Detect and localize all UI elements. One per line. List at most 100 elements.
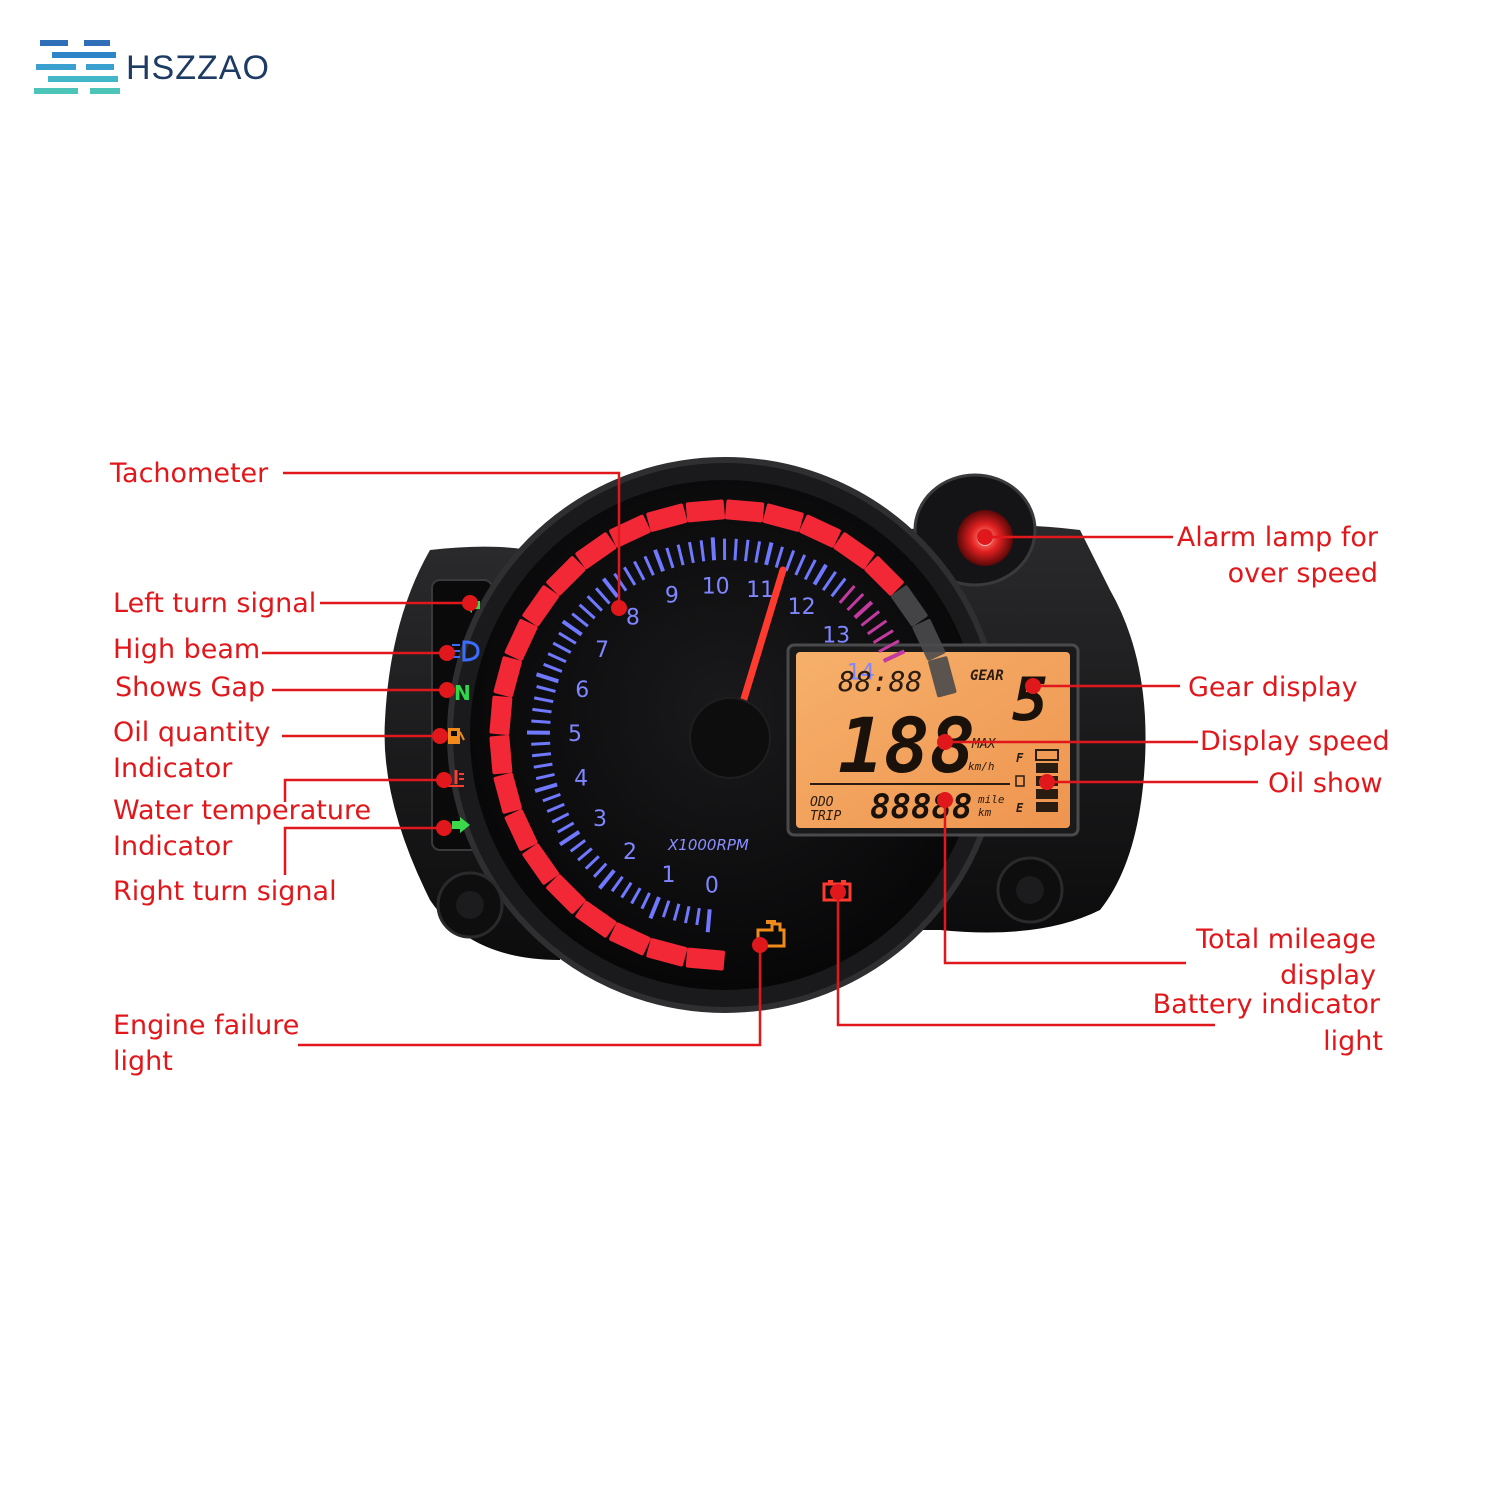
rpm-tick-label: 0 <box>705 873 719 898</box>
label-tachometer: Tachometer <box>109 458 269 489</box>
rpm-tick-label: 14 <box>847 661 875 686</box>
rpm-tick <box>812 563 828 586</box>
rpm-tick <box>733 538 738 561</box>
lcd-trip-label: TRIP <box>810 809 841 824</box>
lcd-fuel-pump-icon <box>1015 775 1025 787</box>
label-battery-1: Battery indicator <box>1153 989 1381 1020</box>
rpm-red-segments <box>489 499 957 971</box>
rpm-tick <box>710 537 717 561</box>
water-temperature-icon <box>448 770 464 787</box>
rpm-tick <box>754 541 762 563</box>
rpm-tick <box>531 719 551 724</box>
label-display-speed: Display speed <box>1200 726 1390 757</box>
rpm-tick <box>688 541 695 564</box>
lcd-km-label: km <box>978 806 992 819</box>
label-oil-quantity-1: Oil quantity <box>113 717 270 748</box>
rpm-tick <box>531 741 551 746</box>
rpm-tick <box>546 802 565 813</box>
rpm-red-segment <box>489 734 513 775</box>
rpm-tick <box>684 905 691 924</box>
rpm-tick <box>653 549 665 573</box>
rpm-tick <box>613 572 628 592</box>
rpm-red-segment <box>864 556 904 596</box>
rpm-tick <box>535 672 560 684</box>
rpm-tick <box>594 587 611 605</box>
rpm-tick <box>558 631 577 645</box>
rpm-tick <box>648 896 661 920</box>
callout-labels: Tachometer Left turn signal High beam Sh… <box>109 458 1390 1077</box>
neutral-gap-icon: N <box>454 681 471 705</box>
right-turn-icon <box>452 817 470 833</box>
rpm-tick <box>531 752 552 758</box>
rpm-tick <box>830 577 847 598</box>
rpm-tick <box>557 821 575 834</box>
rpm-tick <box>882 649 906 663</box>
label-oil-show: Oil show <box>1268 768 1383 799</box>
rpm-tick <box>534 782 558 793</box>
lcd-odo-label: ODO <box>810 795 834 810</box>
rpm-red-segment <box>504 619 538 661</box>
rpm-tick <box>695 907 701 926</box>
label-alarm-lamp-2: over speed <box>1228 558 1378 589</box>
rpm-tick <box>784 549 796 572</box>
lcd-fuel-empty-label: E <box>1016 801 1024 815</box>
lcd-gear-label: GEAR <box>970 668 1004 684</box>
rpm-tick <box>794 554 807 576</box>
lcd-speed-unit: km/h <box>968 760 995 773</box>
lcd-clock: 88:88 <box>838 665 922 698</box>
label-total-mileage-2: display <box>1280 960 1376 991</box>
rpm-tick <box>699 540 706 562</box>
rpm-tick-label: 5 <box>568 722 582 747</box>
lcd-mile-label: mile <box>977 793 1005 806</box>
rpm-tick <box>535 772 555 781</box>
rpm-red-segment <box>609 922 651 956</box>
label-water-temperature-1: Water temperature <box>113 795 371 826</box>
rpm-tick <box>643 555 655 576</box>
label-battery-2: light <box>1323 1026 1383 1057</box>
rpm-tick <box>640 892 651 910</box>
rpm-red-segment <box>724 499 765 523</box>
label-oil-quantity-2: Indicator <box>113 753 233 784</box>
rpm-red-segment <box>546 874 586 914</box>
rpm-tick <box>584 855 600 870</box>
rpm-tick <box>586 595 603 612</box>
rpm-tick <box>558 830 581 847</box>
rpm-tick <box>633 560 646 581</box>
rpm-red-segment <box>504 809 538 851</box>
rpm-tick-label: 11 <box>746 578 774 603</box>
rpm-red-segment <box>799 514 841 548</box>
rpm-tick <box>571 612 589 628</box>
rpm-tick <box>536 685 556 693</box>
rpm-tick <box>665 547 675 569</box>
rpm-red-segment <box>646 503 688 532</box>
label-engine-failure-2: light <box>113 1046 173 1077</box>
label-left-turn-signal: Left turn signal <box>113 588 316 619</box>
rpm-tick <box>846 592 865 612</box>
rpm-tick <box>561 619 583 637</box>
rpm-tick-label: 1 <box>662 863 676 888</box>
rpm-tick-label: 12 <box>788 595 816 620</box>
rpm-red-segment <box>575 532 617 570</box>
rpm-red-segment <box>522 843 560 885</box>
rpm-red-segment <box>685 499 726 523</box>
rpm-tick <box>552 641 572 654</box>
rpm-tick <box>630 887 642 905</box>
label-total-mileage-1: Total mileage <box>1195 924 1376 955</box>
lcd-odometer-value: 88888 <box>870 787 972 827</box>
rpm-tick-label: 10 <box>702 574 730 599</box>
tachometer-needle <box>689 566 787 779</box>
rpm-tick <box>821 570 837 592</box>
rpm-tick <box>774 546 784 569</box>
rpm-red-segment <box>685 947 726 971</box>
rpm-tick <box>878 639 900 654</box>
rpm-red-segment <box>489 695 513 736</box>
label-alarm-lamp-1: Alarm lamp for <box>1177 522 1379 553</box>
rpm-tick <box>866 619 888 636</box>
rpm-tick <box>598 869 616 890</box>
rpm-tick <box>872 629 894 644</box>
brand-name: HSZZAO <box>126 49 270 87</box>
lcd-max-label: MAX <box>971 737 997 752</box>
rpm-tick <box>803 559 817 581</box>
